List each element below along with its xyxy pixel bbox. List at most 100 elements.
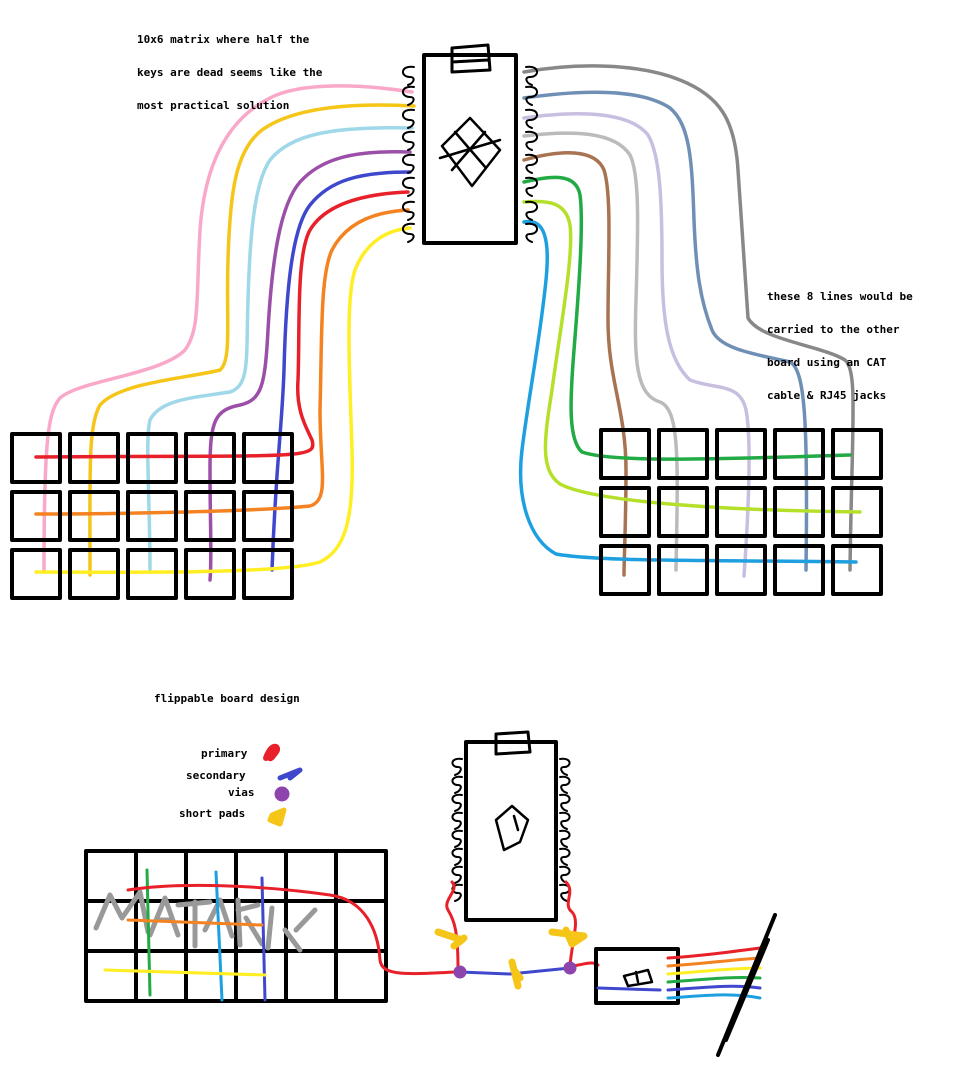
right-grid-key-r2c3 bbox=[715, 486, 767, 538]
left-grid-key-r1c4 bbox=[184, 432, 236, 484]
right-grid-key-r3c5 bbox=[831, 544, 883, 596]
legend-short-pads-label: short pads bbox=[179, 807, 246, 820]
left-pin-2 bbox=[402, 85, 415, 106]
left-pin-3 bbox=[402, 108, 415, 129]
left-pin-6 bbox=[402, 176, 415, 197]
right-pin-3 bbox=[525, 108, 538, 129]
bottom-usb-port bbox=[494, 730, 532, 756]
right-grid-key-r2c1 bbox=[599, 486, 651, 538]
right-grid-key-r1c5 bbox=[831, 428, 883, 480]
matrix-note-line-1: 10x6 matrix where half the bbox=[137, 33, 310, 46]
legend-vias-label: vias bbox=[228, 786, 255, 799]
right-pin-6 bbox=[525, 176, 538, 197]
primary-trace-left bbox=[445, 880, 460, 970]
wire-right-1 bbox=[522, 64, 855, 572]
wire-right-3 bbox=[522, 111, 751, 578]
wire-left-2 bbox=[88, 103, 416, 577]
bottom-left-pin-6 bbox=[451, 847, 463, 866]
matrix-note: 10x6 matrix where half the keys are dead… bbox=[137, 12, 322, 133]
bottom-left-pin-3 bbox=[451, 793, 463, 812]
legend-primary-swatch bbox=[263, 743, 280, 762]
flip-grid-key-r3c6 bbox=[334, 949, 388, 1003]
bottom-right-pin-6 bbox=[559, 847, 571, 866]
grid-orange-row bbox=[126, 918, 264, 927]
flip-grid-key-r1c2 bbox=[134, 849, 188, 903]
left-grid-key-r1c5 bbox=[242, 432, 294, 484]
bottom-left-pin-7 bbox=[451, 865, 463, 884]
bottom-chip-logo bbox=[494, 804, 530, 852]
wire-right-6 bbox=[522, 175, 852, 461]
bottom-left-pin-4 bbox=[451, 811, 463, 830]
right-pin-5 bbox=[525, 153, 538, 174]
cable-wire-5 bbox=[666, 984, 762, 992]
short-pad-middle bbox=[508, 958, 524, 990]
right-pin-7 bbox=[525, 200, 538, 221]
right-grid-key-r1c2 bbox=[657, 428, 709, 480]
usb-port bbox=[450, 43, 492, 74]
rj45-secondary-line bbox=[596, 986, 662, 992]
left-pin-7 bbox=[402, 200, 415, 221]
short-pad-right bbox=[548, 926, 588, 948]
via-left bbox=[453, 965, 467, 979]
flip-grid-key-r3c2 bbox=[134, 949, 188, 1003]
legend-vias-swatch bbox=[274, 786, 290, 802]
flip-grid-key-r1c3 bbox=[184, 849, 238, 903]
wire-right-2 bbox=[522, 90, 809, 572]
wire-right-5 bbox=[522, 151, 628, 577]
left-grid-key-r1c2 bbox=[68, 432, 120, 484]
wire-left-1 bbox=[42, 84, 414, 574]
left-pin-8 bbox=[402, 222, 415, 243]
primary-trace-right bbox=[564, 880, 600, 968]
bottom-right-pin-3 bbox=[559, 793, 571, 812]
grid-green-col bbox=[145, 868, 152, 997]
flip-grid-key-r3c1 bbox=[84, 949, 138, 1003]
microcontroller-chip bbox=[422, 53, 518, 245]
via-right bbox=[563, 961, 577, 975]
left-pin-1 bbox=[402, 65, 415, 86]
left-grid-key-r2c1 bbox=[10, 490, 62, 542]
right-grid-key-r2c2 bbox=[657, 486, 709, 538]
left-pin-4 bbox=[402, 130, 415, 151]
flip-grid-key-r3c3 bbox=[184, 949, 238, 1003]
left-grid-key-r2c2 bbox=[68, 490, 120, 542]
wire-right-4 bbox=[522, 131, 679, 572]
bottom-left-pin-5 bbox=[451, 829, 463, 848]
short-pad-left bbox=[434, 928, 468, 950]
right-grid-key-r3c4 bbox=[773, 544, 825, 596]
bottom-right-pin-5 bbox=[559, 829, 571, 848]
cable-note-line-4: cable & RJ45 jacks bbox=[767, 389, 887, 402]
legend-secondary-label: secondary bbox=[186, 769, 246, 782]
right-grid-key-r3c3 bbox=[715, 544, 767, 596]
chip-logo-scribble bbox=[438, 116, 502, 188]
right-grid-key-r2c4 bbox=[773, 486, 825, 538]
grid-sky-col bbox=[214, 870, 224, 1002]
right-pin-1 bbox=[525, 65, 538, 86]
cable-cut-line bbox=[716, 913, 777, 1057]
right-grid-key-r1c1 bbox=[599, 428, 651, 480]
left-grid-key-r2c5 bbox=[242, 490, 294, 542]
left-grid-key-r3c4 bbox=[184, 548, 236, 600]
cable-wire-6 bbox=[666, 993, 762, 1000]
rj45-jack bbox=[594, 947, 680, 1005]
cable-note: these 8 lines would be carried to the ot… bbox=[767, 269, 913, 423]
wire-right-8 bbox=[518, 219, 858, 564]
grid-yellow-row bbox=[103, 968, 267, 977]
cable-note-line-3: board using an CAT bbox=[767, 356, 887, 369]
legend-primary-label: primary bbox=[201, 747, 248, 760]
left-grid-key-r1c1 bbox=[10, 432, 62, 484]
flip-grid-key-r1c6 bbox=[334, 849, 388, 903]
right-pin-2 bbox=[525, 85, 538, 106]
right-grid-key-r1c4 bbox=[773, 428, 825, 480]
flippable-title: flippable board design bbox=[154, 692, 300, 705]
bottom-left-pin-2 bbox=[451, 775, 463, 794]
wire-left-8 bbox=[34, 226, 412, 575]
secondary-trace bbox=[458, 966, 572, 976]
cable-wire-1 bbox=[666, 946, 762, 960]
right-pin-8 bbox=[525, 222, 538, 243]
wire-left-6 bbox=[34, 190, 410, 459]
wire-left-5 bbox=[270, 170, 412, 572]
bottom-chip bbox=[464, 740, 558, 922]
left-grid-key-r3c3 bbox=[126, 548, 178, 600]
